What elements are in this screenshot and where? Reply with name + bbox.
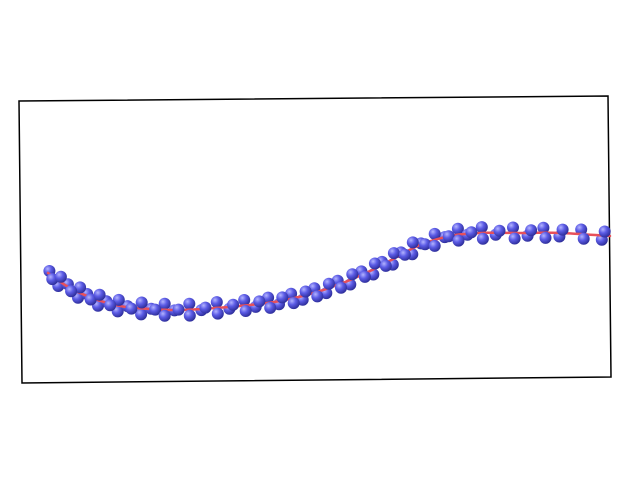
bead xyxy=(537,221,550,234)
bead xyxy=(158,309,171,322)
bead xyxy=(158,297,171,310)
bead xyxy=(227,298,240,311)
bead xyxy=(451,222,464,235)
bead xyxy=(54,270,67,283)
bead xyxy=(172,303,185,316)
bead xyxy=(539,231,552,244)
bead xyxy=(419,238,431,251)
bead xyxy=(253,295,266,308)
bead xyxy=(428,239,441,252)
bead xyxy=(149,303,162,316)
front-bead-strand xyxy=(46,223,611,322)
bead xyxy=(575,223,588,236)
bead xyxy=(74,281,87,294)
bead xyxy=(346,268,359,281)
bead xyxy=(322,277,335,290)
bead xyxy=(199,301,212,314)
bead xyxy=(577,232,590,245)
bead xyxy=(264,301,277,314)
bounding-box xyxy=(18,95,612,384)
bead xyxy=(211,307,224,320)
bead xyxy=(112,293,125,306)
bead xyxy=(135,308,148,321)
bead xyxy=(476,232,489,245)
bead xyxy=(65,285,78,298)
bead xyxy=(556,223,569,236)
bead xyxy=(406,236,419,249)
bead xyxy=(358,270,371,283)
bead xyxy=(525,224,538,237)
bead xyxy=(239,305,252,317)
bead xyxy=(598,225,611,238)
bead xyxy=(183,309,196,322)
bead xyxy=(368,257,381,270)
bead xyxy=(465,226,478,239)
bead xyxy=(238,294,251,306)
bead xyxy=(93,288,106,301)
bead xyxy=(428,227,441,240)
bead xyxy=(442,230,455,243)
bead xyxy=(507,221,519,234)
bead xyxy=(452,234,465,247)
bead xyxy=(311,290,324,303)
bead xyxy=(183,297,196,310)
bead xyxy=(379,259,392,272)
bead xyxy=(125,302,138,315)
bead xyxy=(287,297,300,310)
bead xyxy=(387,247,400,260)
bead xyxy=(335,281,347,294)
bead xyxy=(104,299,117,312)
bead xyxy=(210,296,223,309)
bead xyxy=(508,232,521,245)
bead xyxy=(493,224,506,237)
bead xyxy=(84,293,97,306)
bead xyxy=(276,291,289,304)
bead xyxy=(299,285,312,298)
bead xyxy=(135,296,148,309)
bead xyxy=(398,248,411,261)
bead xyxy=(475,221,488,234)
